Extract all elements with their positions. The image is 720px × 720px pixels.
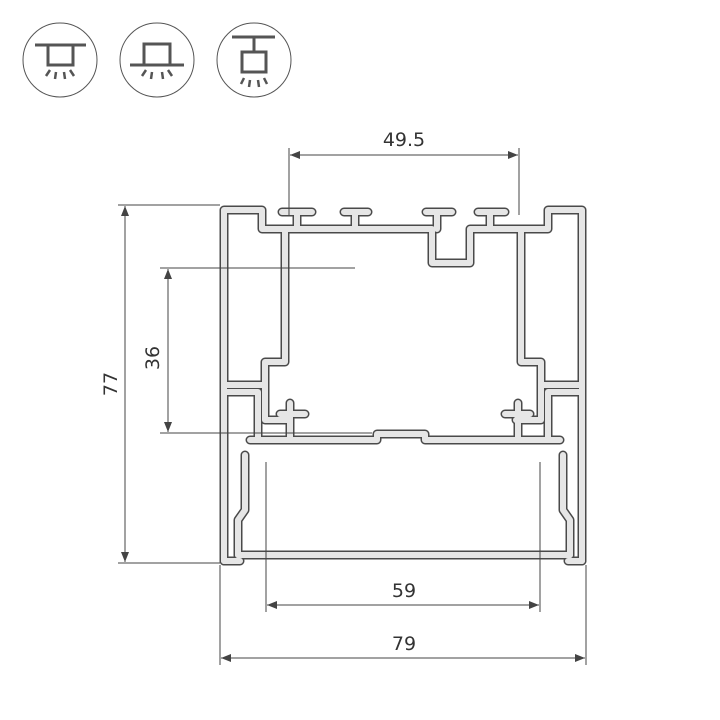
- profile-wall-outline: [219, 205, 587, 566]
- profile-wall-fill: [277, 400, 533, 443]
- profile-wall-fill: [279, 209, 508, 232]
- dimension-label-59: 59: [392, 580, 416, 602]
- dimension-label-36: 36: [142, 346, 164, 370]
- dimension-top-channel: 49.5: [288, 129, 520, 215]
- dimension-diffuser-width: 59: [265, 462, 541, 612]
- dimension-label-49-5: 49.5: [383, 129, 425, 151]
- dimension-inner-height: 36: [142, 267, 372, 434]
- profile-wall-fill: [235, 452, 573, 558]
- profile-wall-fill: [221, 207, 585, 564]
- profile-wall-fill: [221, 226, 585, 388]
- dimension-total-height: 77: [100, 204, 220, 564]
- dimension-total-width: 79: [219, 565, 587, 665]
- profile-wall-fill: [221, 389, 585, 443]
- aluminum-profile: [219, 205, 587, 566]
- profile-wall-fill: [247, 431, 563, 443]
- profile-wall-outline: [233, 450, 575, 560]
- dimension-label-79: 79: [392, 633, 416, 655]
- suspended-mount-icon: [216, 22, 292, 98]
- surface-mount-icon: [119, 22, 195, 98]
- dimension-label-77: 77: [100, 372, 122, 396]
- profile-wall-fill: [262, 382, 544, 423]
- recessed-mount-icon: [22, 22, 98, 98]
